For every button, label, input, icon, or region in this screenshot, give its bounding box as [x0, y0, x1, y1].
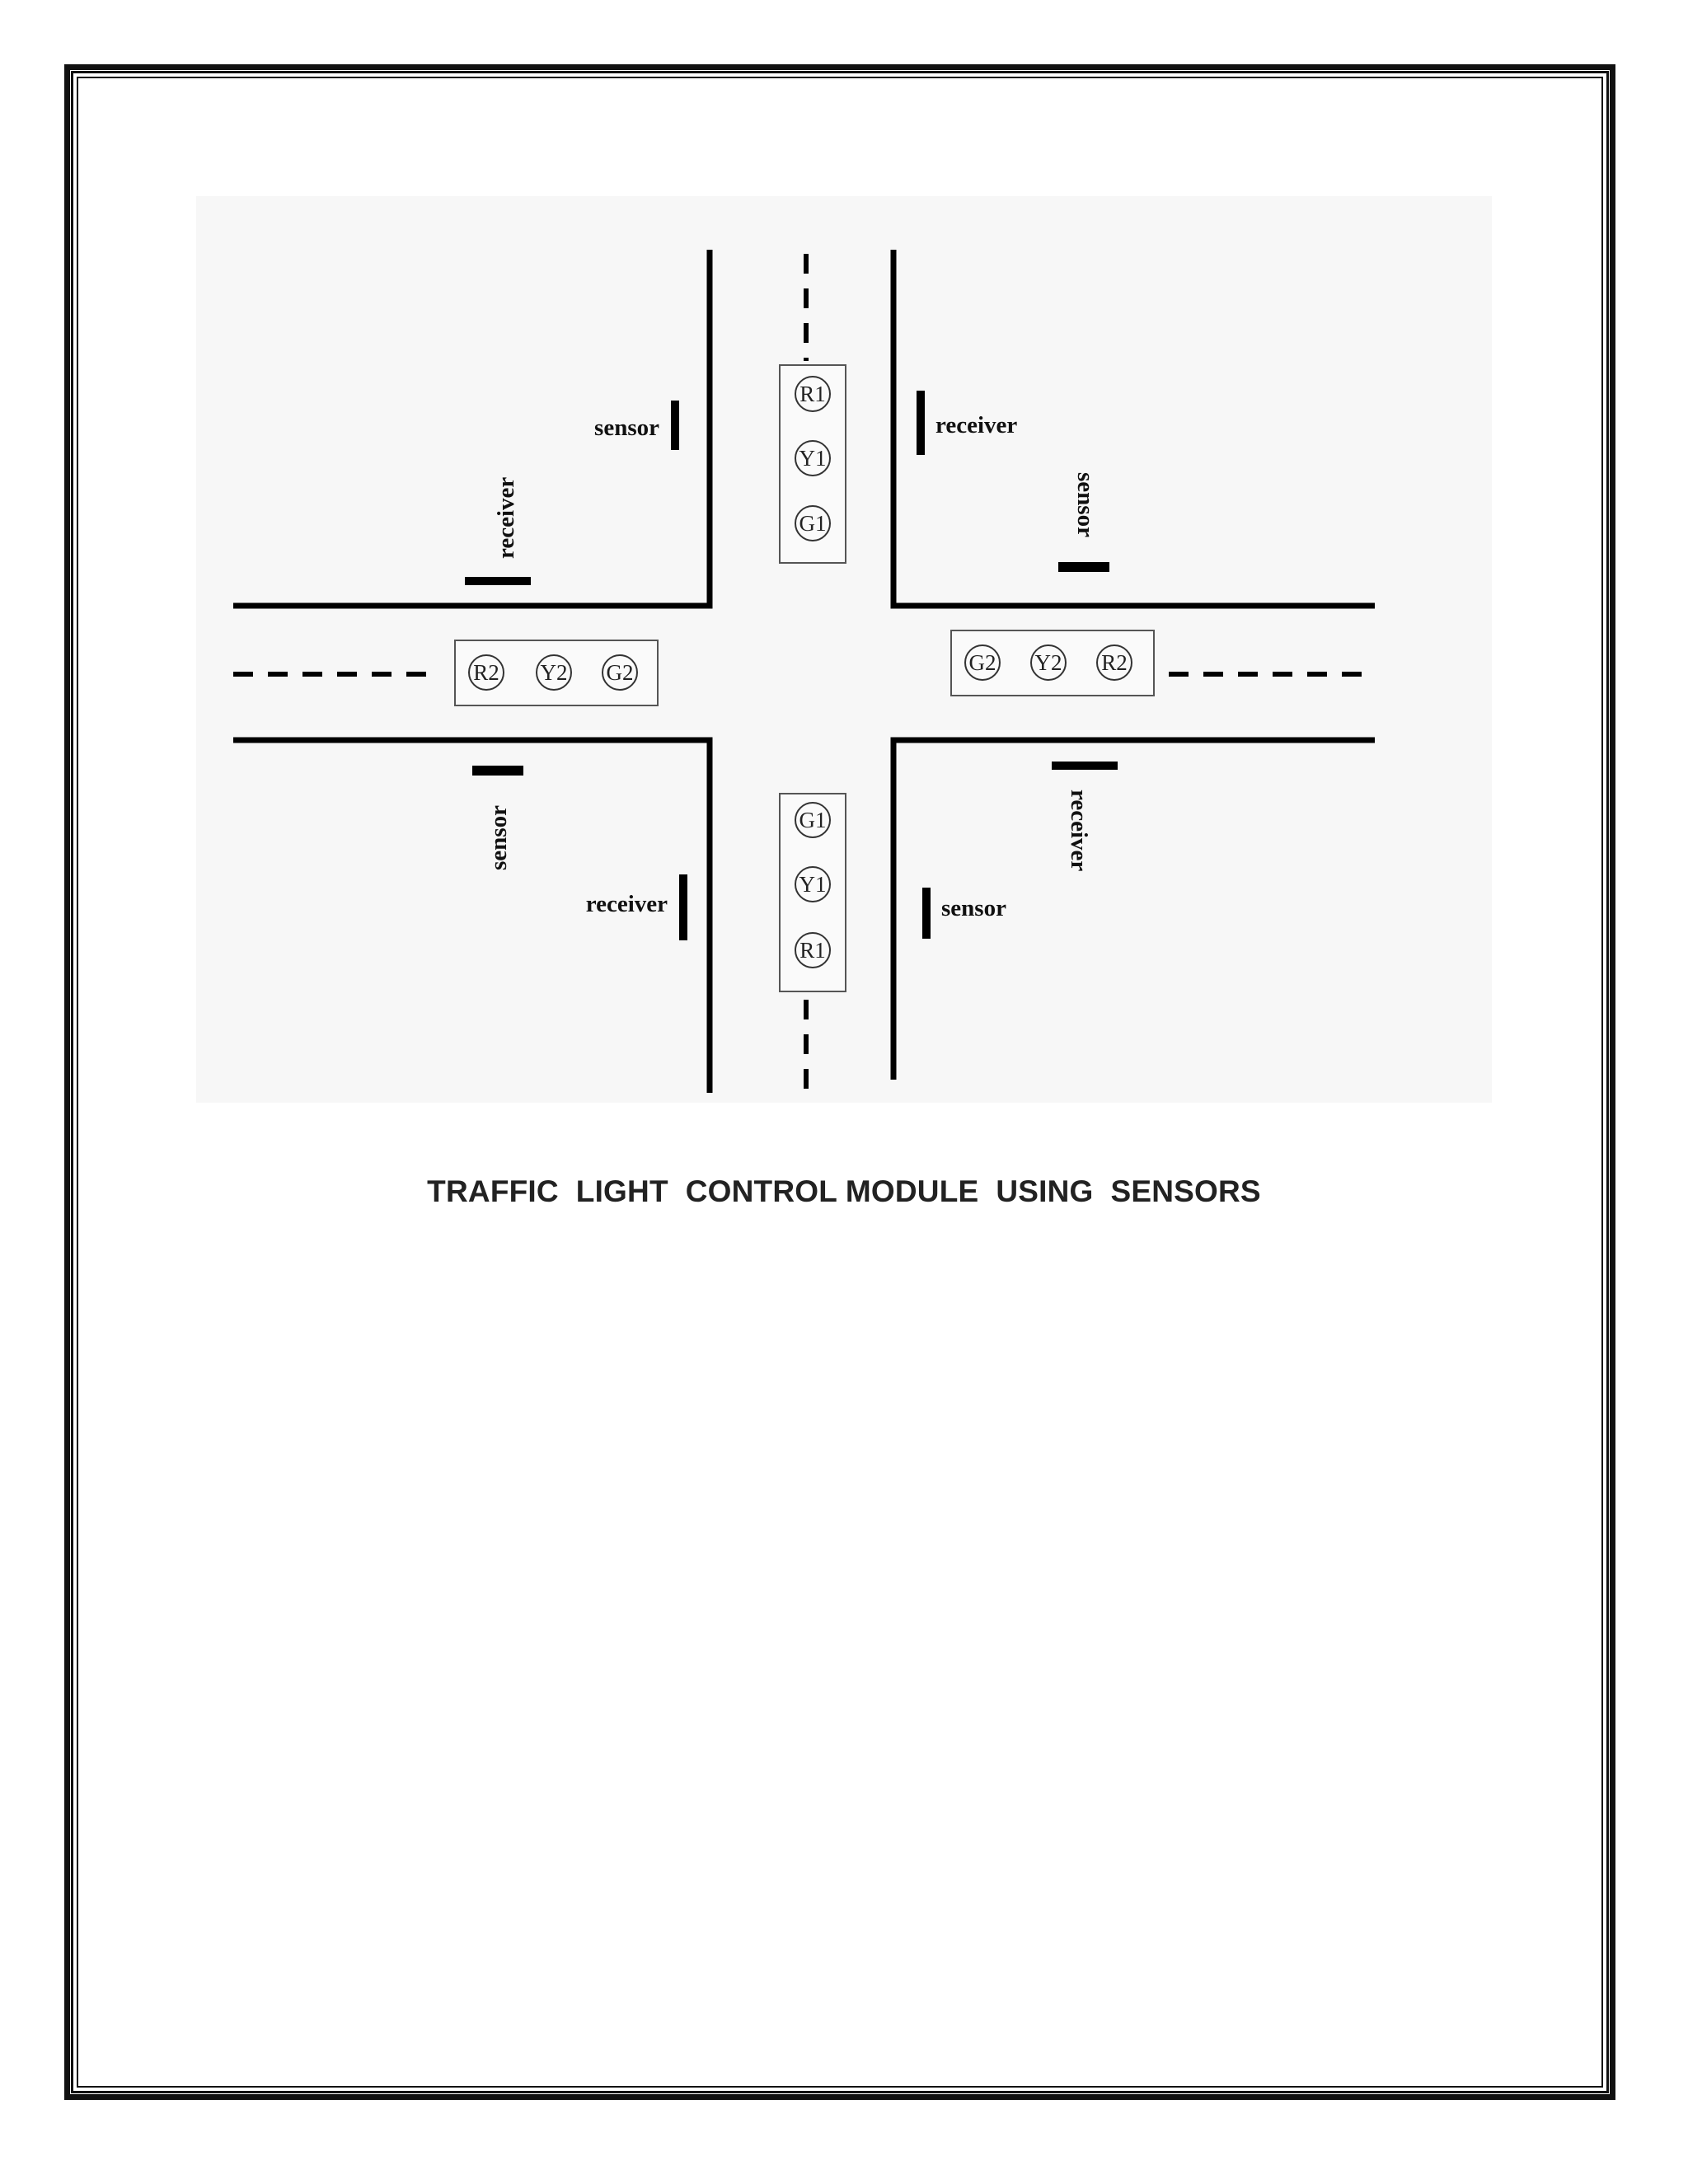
sw-sensor-bar	[472, 766, 523, 776]
lamp-north-3-label: G1	[799, 511, 827, 536]
lamp-south-2-label: Y1	[799, 872, 827, 897]
sw-receiver-label: receiver	[586, 891, 668, 917]
lamp-east-1	[964, 644, 1001, 681]
page-border-outer	[64, 64, 1615, 2100]
se-receiver-bar	[1052, 762, 1118, 770]
nw-sensor-bar	[671, 401, 679, 450]
road-edges	[233, 250, 1375, 1093]
lamp-east-2	[1030, 644, 1067, 681]
road-edge-nw	[233, 250, 713, 609]
lamp-east-3	[1096, 644, 1132, 681]
nw-sensor-label: sensor	[594, 415, 659, 441]
traffic-light-north: R1 Y1 G1	[779, 364, 846, 564]
lamp-east-1-label: G2	[969, 650, 996, 675]
sw-quadrant-devices: sensor receiver	[472, 766, 687, 940]
lamp-north-3	[795, 505, 831, 541]
lamp-west-3-label: G2	[607, 660, 634, 685]
traffic-light-west: R2 Y2 G2	[454, 640, 659, 706]
lamp-north-1-label: R1	[799, 382, 826, 406]
nw-quadrant-devices: sensor receiver	[465, 401, 679, 585]
se-sensor-bar	[922, 888, 931, 939]
lamp-west-1	[468, 654, 504, 691]
lamp-west-2	[536, 654, 572, 691]
ne-quadrant-devices: receiver sensor	[917, 391, 1109, 572]
nw-receiver-bar	[465, 577, 531, 585]
lamp-south-2	[795, 866, 831, 902]
se-receiver-label: receiver	[1066, 790, 1092, 871]
ne-receiver-bar	[917, 391, 925, 455]
road-edge-sw	[233, 737, 713, 1093]
lamp-south-3	[795, 932, 831, 968]
lamp-north-1	[795, 376, 831, 412]
ne-sensor-bar	[1058, 562, 1109, 572]
road-edge-se	[890, 737, 1375, 1080]
traffic-light-east: G2 Y2 R2	[950, 630, 1155, 696]
se-sensor-label: sensor	[941, 895, 1006, 921]
lane-dividers	[233, 254, 1375, 1094]
lamp-north-2-label: Y1	[799, 446, 827, 471]
lamp-west-3	[602, 654, 638, 691]
traffic-light-south: G1 Y1 R1	[779, 793, 846, 992]
road-edge-ne	[890, 250, 1375, 609]
ne-sensor-label: sensor	[1072, 472, 1099, 537]
sw-sensor-label: sensor	[485, 805, 512, 870]
nw-receiver-label: receiver	[493, 477, 519, 559]
page-border-middle	[71, 71, 1609, 2093]
page-border-inner	[77, 77, 1603, 2088]
lamp-west-1-label: R2	[473, 660, 499, 685]
lamp-south-3-label: R1	[799, 938, 826, 963]
lamp-south-1-label: G1	[799, 808, 827, 832]
lamp-south-1	[795, 802, 831, 838]
ne-receiver-label: receiver	[935, 412, 1017, 438]
lamp-east-3-label: R2	[1101, 650, 1128, 675]
intersection-diagram: R1 Y1 G1 R2 Y2 G2 G2 Y2 R2 G1 Y1 R1 s	[233, 250, 1375, 1094]
se-quadrant-devices: sensor receiver	[922, 762, 1118, 939]
lamp-west-2-label: Y2	[541, 660, 568, 685]
lamp-north-2	[795, 440, 831, 476]
lamp-east-2-label: Y2	[1035, 650, 1062, 675]
figure-caption: TRAFFIC LIGHT CONTROL MODULE USING SENSO…	[427, 1174, 1261, 1208]
sw-receiver-bar	[679, 874, 687, 940]
